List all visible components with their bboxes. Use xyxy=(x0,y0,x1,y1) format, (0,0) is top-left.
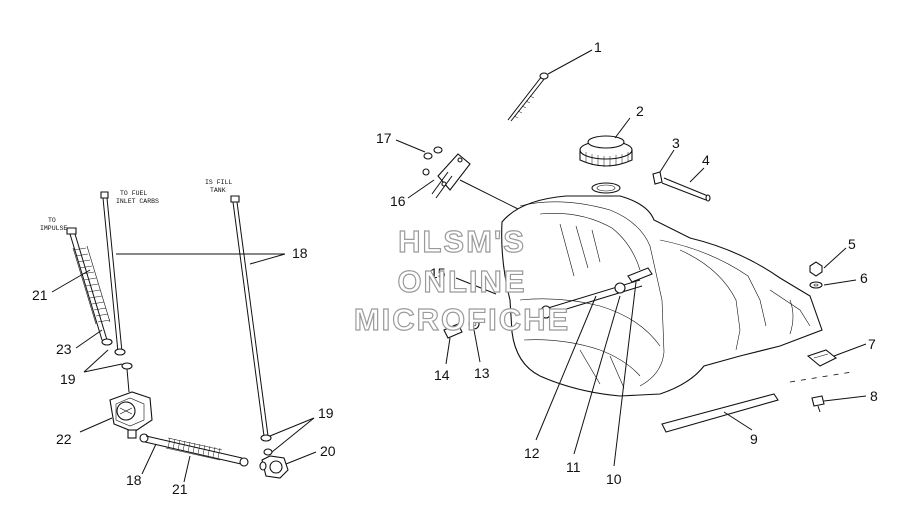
callout-12: 12 xyxy=(524,445,540,461)
note-to-tank-1: IS FILL xyxy=(205,179,232,186)
leader-19b xyxy=(269,417,315,437)
inline-valve xyxy=(259,455,289,479)
callout-21b: 21 xyxy=(172,481,188,497)
leader-17 xyxy=(395,139,426,153)
callout-21a: 21 xyxy=(32,287,48,303)
mount-bracket xyxy=(806,349,838,367)
leader-13 xyxy=(473,329,481,363)
watermark-line-3: MICROFICHE xyxy=(354,302,570,337)
leader-19a xyxy=(83,349,109,373)
leader-9 xyxy=(723,411,753,431)
callout-2: 2 xyxy=(636,103,644,119)
callout-6: 6 xyxy=(860,270,868,286)
callout-9: 9 xyxy=(750,431,758,447)
grommet xyxy=(468,318,480,330)
callout-13: 13 xyxy=(474,365,490,381)
sender-plate xyxy=(431,153,471,199)
leader-8 xyxy=(823,395,867,402)
callout-20: 20 xyxy=(320,443,336,459)
callout-14: 14 xyxy=(434,367,450,383)
note-to-fuel-1: TO FUEL xyxy=(120,190,147,197)
tank-strap-rod xyxy=(540,267,653,319)
bushing xyxy=(443,323,463,339)
leader-7 xyxy=(833,343,867,357)
note-to-impulse-1: TO xyxy=(48,217,56,224)
watermark-line-2: ONLINE xyxy=(397,264,526,299)
washer xyxy=(809,281,823,289)
leader-16-2 xyxy=(459,179,521,211)
leader-22 xyxy=(79,417,113,433)
note-to-tank-2: TANK xyxy=(210,187,226,194)
fuel-cap xyxy=(579,135,633,194)
leader-1 xyxy=(547,49,593,75)
leader-21b xyxy=(183,455,191,483)
leader-10 xyxy=(613,281,637,467)
vent-hose xyxy=(661,177,711,202)
fuel-gauge-rod xyxy=(507,72,549,122)
leader-21a xyxy=(51,269,91,293)
sender-screws xyxy=(422,146,443,176)
leader-3 xyxy=(659,149,675,173)
bolt xyxy=(811,395,825,413)
callout-17: 17 xyxy=(376,130,392,146)
leader-15 xyxy=(455,277,497,295)
vent-fitting xyxy=(652,171,663,185)
impulse-line xyxy=(66,227,113,346)
callout-8: 8 xyxy=(870,388,878,404)
leader-18a-2 xyxy=(249,253,286,265)
leader-11 xyxy=(573,295,621,455)
callout-18a: 18 xyxy=(292,245,308,261)
callout-3: 3 xyxy=(672,135,680,151)
leader-23 xyxy=(75,329,103,349)
leader-14 xyxy=(445,337,451,365)
watermark: HLSM'S ONLINE MICROFICHE xyxy=(353,223,570,337)
callout-18b: 18 xyxy=(126,472,142,488)
callout-5: 5 xyxy=(848,236,856,252)
leader-2 xyxy=(614,117,631,139)
rubber-strip xyxy=(661,393,779,433)
leader-5 xyxy=(823,247,847,269)
leader-18b xyxy=(141,443,157,475)
nut xyxy=(809,261,823,277)
callout-19a: 19 xyxy=(60,371,76,387)
callout-1: 1 xyxy=(594,39,602,55)
leader-19a-2 xyxy=(83,363,123,373)
leader-4 xyxy=(689,167,705,183)
callout-4: 4 xyxy=(702,152,710,168)
callout-23: 23 xyxy=(56,341,72,357)
fuel-line-to-carbs xyxy=(100,191,133,370)
leader-12 xyxy=(535,295,597,441)
leader-6 xyxy=(823,279,857,286)
callout-16: 16 xyxy=(390,193,406,209)
leader-20 xyxy=(285,451,317,465)
fuel-line-assembly: TO FUEL INLET CARBS TO IMPULSE IS FILL T… xyxy=(32,179,336,497)
callout-15: 15 xyxy=(430,265,446,281)
note-to-fuel-2: INLET CARBS xyxy=(116,198,159,205)
fuel-tank-body xyxy=(501,195,823,397)
fuel-tank-assembly: 1 2 3 4 5 6 7 8 9 10 11 12 13 14 15 16 1… xyxy=(376,39,878,487)
watermark-line-1: HLSM'S xyxy=(398,224,526,259)
fuel-line-to-tank xyxy=(230,195,273,456)
fuel-petcock xyxy=(109,368,153,439)
callout-11: 11 xyxy=(566,459,581,475)
lower-fuel-line xyxy=(139,433,249,467)
centerline xyxy=(789,371,853,383)
callout-7: 7 xyxy=(868,336,876,352)
leader-19b-2 xyxy=(271,417,315,453)
leader-16 xyxy=(407,179,435,199)
note-to-impulse-2: IMPULSE xyxy=(40,225,67,232)
callout-22: 22 xyxy=(56,431,72,447)
callout-10: 10 xyxy=(606,471,622,487)
callout-19b: 19 xyxy=(318,405,334,421)
